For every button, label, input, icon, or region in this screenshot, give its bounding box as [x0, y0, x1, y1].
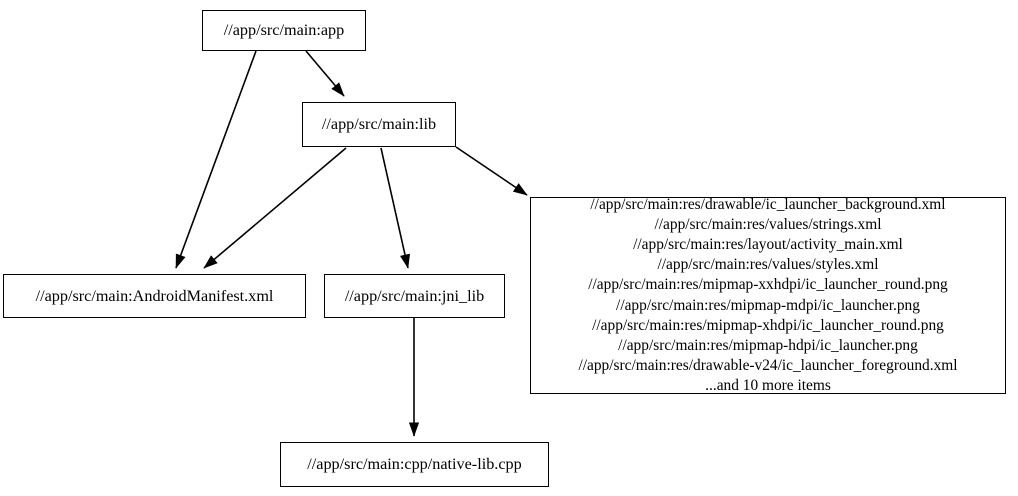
node-native-lib-cpp[interactable]: //app/src/main:cpp/native-lib.cpp: [280, 442, 549, 487]
node-jni-lib-label: //app/src/main:jni_lib: [344, 286, 485, 305]
edge-lib-to-resources: [455, 146, 528, 196]
node-android-manifest[interactable]: //app/src/main:AndroidManifest.xml: [3, 274, 306, 318]
node-android-manifest-label: //app/src/main:AndroidManifest.xml: [35, 286, 274, 305]
node-native-lib-cpp-label: //app/src/main:cpp/native-lib.cpp: [307, 455, 522, 474]
node-lib-label: //app/src/main:lib: [321, 115, 437, 134]
node-resources-group[interactable]: //app/src/main:res/drawable/ic_launcher_…: [530, 196, 1006, 394]
node-jni-lib[interactable]: //app/src/main:jni_lib: [324, 274, 505, 318]
node-lib[interactable]: //app/src/main:lib: [302, 102, 456, 147]
edge-app-to-lib: [305, 50, 345, 97]
node-app-label: //app/src/main:app: [223, 21, 345, 40]
node-app[interactable]: //app/src/main:app: [202, 10, 366, 51]
node-resources-group-label: //app/src/main:res/drawable/ic_launcher_…: [578, 196, 958, 394]
edge-app-to-manifest: [175, 50, 257, 269]
edge-lib-to-manifest: [203, 147, 347, 269]
edge-lib-to-jni-lib: [380, 147, 411, 269]
